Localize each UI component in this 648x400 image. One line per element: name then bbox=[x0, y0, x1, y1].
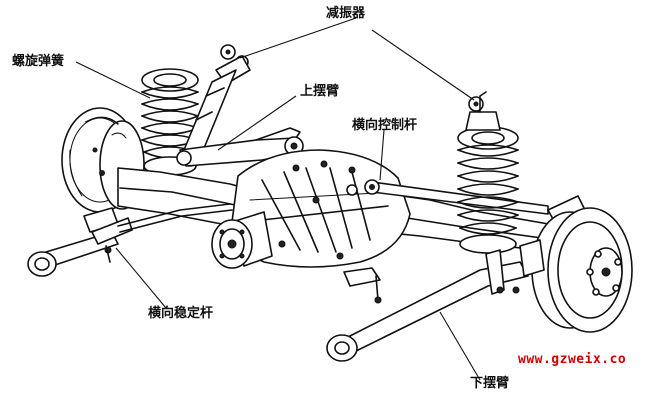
label-coil-spring: 螺旋弹簧 bbox=[12, 54, 65, 69]
watermark-text: www.gzweix.co bbox=[518, 352, 627, 367]
pinion-flange bbox=[211, 211, 273, 269]
label-upper-arm: 上摆臂 bbox=[300, 84, 340, 99]
axle-housing bbox=[117, 149, 563, 268]
right-shock-absorber bbox=[465, 91, 501, 131]
leader-lines bbox=[75, 17, 481, 381]
stabilizer-bar bbox=[117, 203, 382, 304]
left-shock-absorber bbox=[181, 44, 251, 167]
right-brake-drum bbox=[531, 195, 633, 333]
label-lateral-rod: 横向控制杆 bbox=[352, 118, 418, 133]
label-stabilizer-bar: 横向稳定杆 bbox=[148, 306, 214, 321]
label-lower-arm: 下摆臂 bbox=[470, 376, 510, 391]
label-shock-absorber: 减振器 bbox=[326, 6, 366, 21]
lower-arm bbox=[326, 239, 545, 362]
left-lower-link bbox=[27, 207, 133, 277]
